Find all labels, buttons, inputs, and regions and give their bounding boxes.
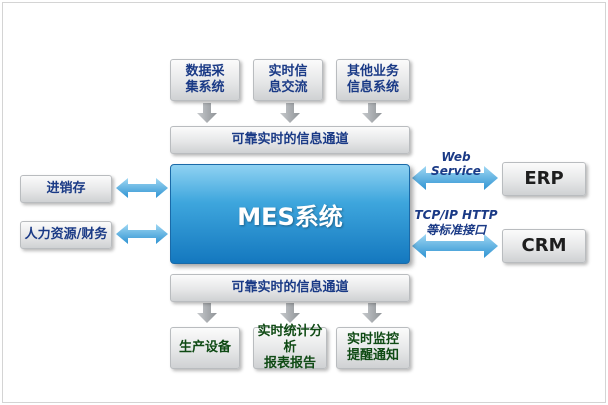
bottom-box-2-line1: 实时统计分析	[257, 324, 323, 355]
top-box-1-line1: 数据采	[185, 64, 225, 79]
arrow-right-1	[412, 166, 498, 190]
channel-bottom: 可靠实时的信息通道	[170, 274, 410, 302]
arrow-left-1	[116, 178, 168, 198]
label-tcp-ip: TCP/IP HTTP 等标准接口	[412, 208, 500, 238]
arrow-down-bottom-2	[280, 303, 300, 323]
mes-core: MES系统	[170, 164, 410, 264]
bottom-box-statistics-reports: 实时统计分析报表报告	[253, 324, 327, 371]
top-box-data-collection: 数据采集系统	[170, 59, 240, 101]
top-box-1-line2: 集系统	[185, 80, 225, 95]
left-box-inventory: 进销存	[20, 175, 112, 203]
top-box-3-line1: 其他业务	[346, 64, 399, 79]
bottom-box-3-line2: 提醒通知	[346, 348, 399, 363]
top-box-other-systems: 其他业务信息系统	[336, 59, 410, 101]
arrow-down-top-3	[362, 103, 382, 123]
bottom-box-production-equipment: 生产设备	[170, 327, 240, 369]
top-box-3-line2: 信息系统	[346, 80, 399, 95]
arrow-down-bottom-3	[362, 303, 382, 323]
arrow-down-top-2	[280, 103, 300, 123]
bottom-box-2-line2: 报表报告	[263, 356, 316, 371]
left-box-hr-finance: 人力资源/财务	[20, 221, 112, 249]
bottom-box-1-line1: 生产设备	[178, 340, 231, 355]
label-tcp-line2: 等标准接口	[425, 223, 486, 237]
top-box-2-line1: 实时信	[268, 64, 308, 79]
arrow-down-bottom-1	[197, 303, 217, 323]
label-tcp-line1: TCP/IP HTTP	[414, 208, 498, 222]
arrow-right-2	[412, 234, 498, 258]
channel-top: 可靠实时的信息通道	[170, 126, 410, 154]
arrow-down-top-1	[197, 103, 217, 123]
bottom-box-monitoring-alerts: 实时监控提醒通知	[336, 327, 410, 369]
bottom-box-3-line1: 实时监控	[346, 332, 399, 347]
arrow-left-2	[116, 224, 168, 244]
label-web-service: Web Service	[431, 150, 481, 178]
top-box-realtime-exchange: 实时信息交流	[253, 59, 323, 101]
top-box-2-line2: 息交流	[268, 80, 308, 95]
right-box-crm: CRM	[502, 229, 586, 263]
right-box-erp: ERP	[502, 162, 586, 196]
